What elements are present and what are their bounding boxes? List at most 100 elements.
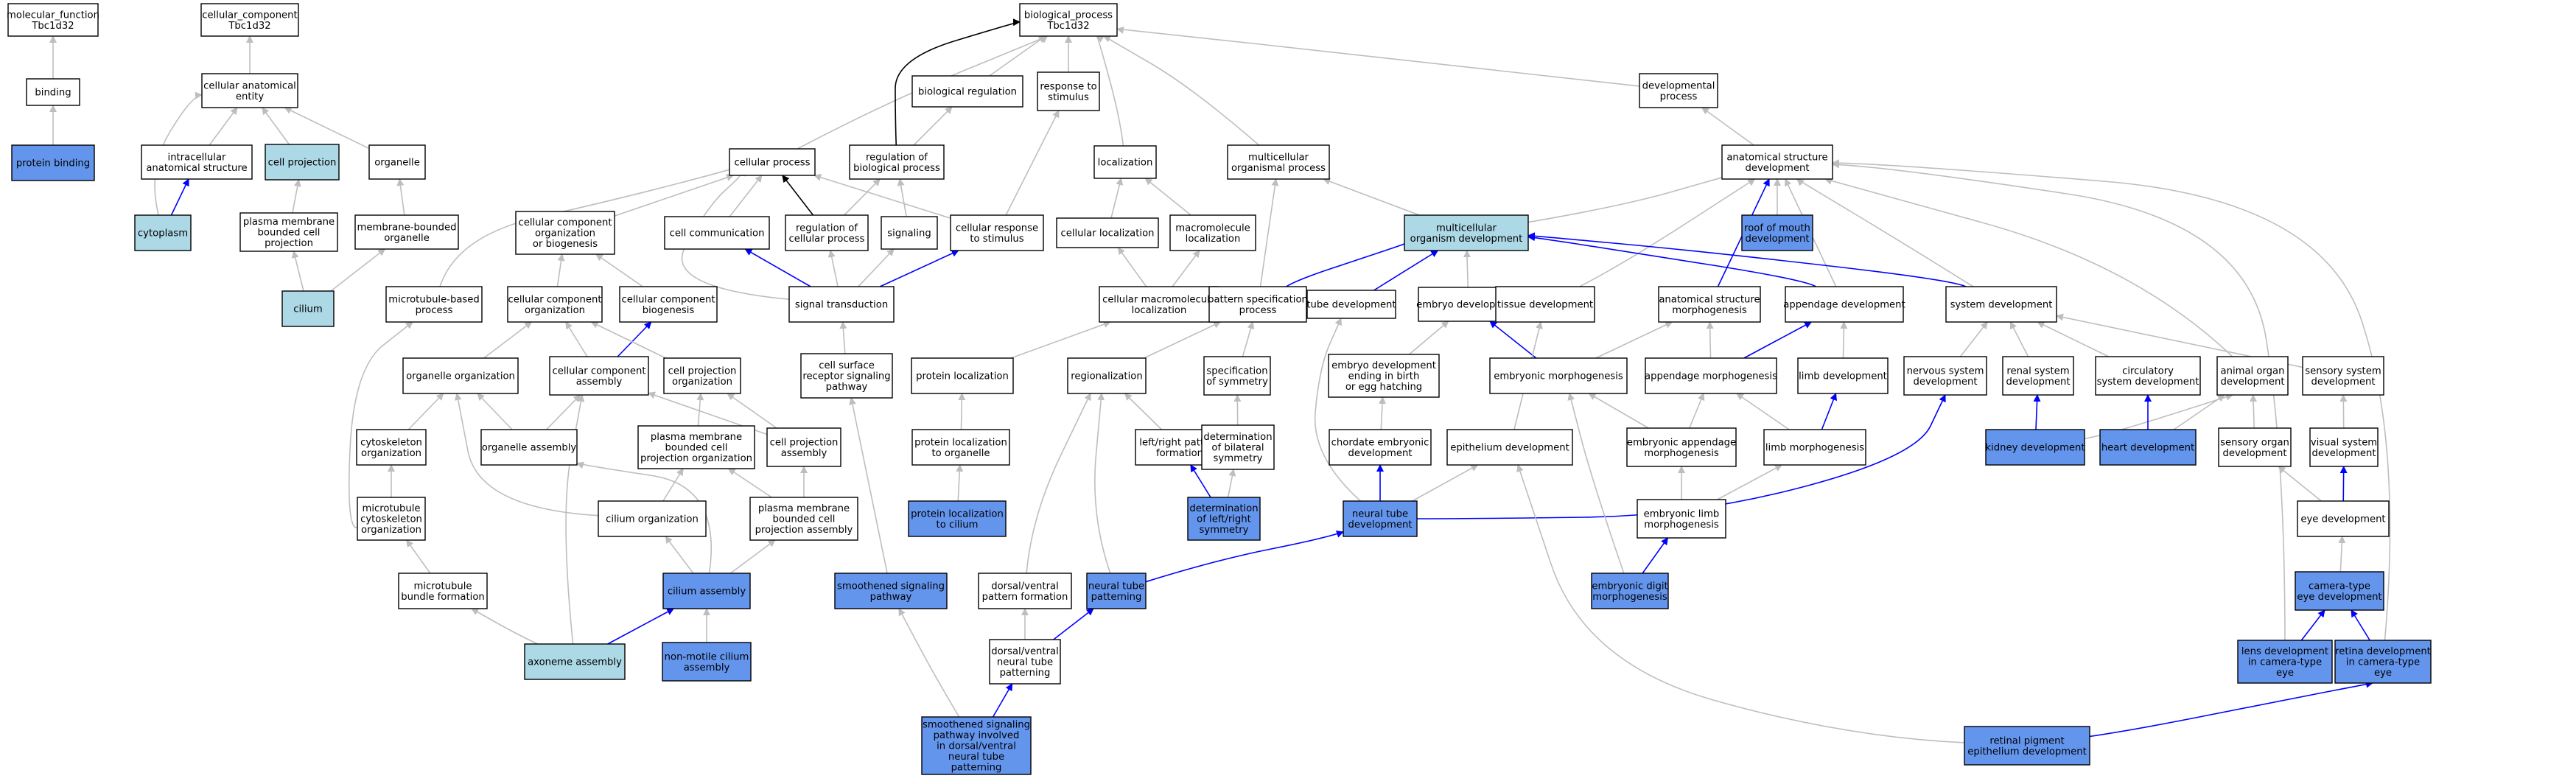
term-node-biological-regulation[interactable]: biological regulation: [911, 75, 1023, 108]
term-node-organelle-assembly[interactable]: organelle assembly: [480, 429, 578, 466]
term-node-organelle[interactable]: organelle: [368, 144, 426, 180]
edge-line: [913, 106, 953, 146]
edge-line: [330, 248, 386, 292]
term-node-epithelium-development[interactable]: epithelium development: [1446, 429, 1573, 466]
term-node-kidney-development[interactable]: kidney development: [1985, 429, 2085, 466]
term-node-appendage-development[interactable]: appendage development: [1783, 286, 1905, 323]
term-node-tube-development[interactable]: tube development: [1306, 290, 1396, 319]
term-node-binding[interactable]: binding: [26, 78, 80, 106]
edge-line: [2338, 536, 2346, 573]
term-node-embryonic-morphogenesis[interactable]: embryonic morphogenesis: [1489, 357, 1628, 394]
term-node-signal-transduction[interactable]: signal transduction: [788, 286, 895, 323]
term-node-localization[interactable]: localization: [1093, 145, 1157, 179]
term-node-protein-localization[interactable]: protein localization: [911, 357, 1014, 394]
term-node-eye-development[interactable]: eye development: [2297, 500, 2390, 537]
term-node-regionalization[interactable]: regionalization: [1067, 357, 1147, 394]
term-node-cilium-assembly[interactable]: cilium assembly: [662, 573, 751, 609]
term-box: [1169, 214, 1256, 251]
term-node-cilium[interactable]: cilium: [281, 290, 335, 327]
term-node-system-development[interactable]: system development: [1945, 286, 2057, 323]
term-node-tissue-development[interactable]: tissue development: [1495, 286, 1595, 323]
term-node-heart-development[interactable]: heart development: [2099, 429, 2197, 466]
edge-system_development-to-asd: [1796, 178, 1974, 287]
term-node-cellular-localization[interactable]: cellular localization: [1056, 217, 1159, 248]
term-node-signaling[interactable]: signaling: [881, 216, 938, 250]
term-node-cell-projection[interactable]: cell projection: [265, 144, 340, 181]
term-node-axoneme-assembly[interactable]: axoneme assembly: [524, 643, 626, 680]
term-node-cilium-organization[interactable]: cilium organization: [598, 500, 707, 537]
term-label-line: eye development: [2297, 592, 2381, 603]
term-node-appendage-morphogenesis[interactable]: appendage morphogenesis: [1645, 357, 1777, 394]
term-node-limb-development[interactable]: limb development: [1797, 357, 1889, 394]
term-node-cell-communication[interactable]: cell communication: [664, 216, 770, 250]
term-node-protein-binding[interactable]: protein binding: [11, 144, 95, 181]
term-node-organelle-organization[interactable]: organelle organization: [402, 357, 519, 394]
term-node-cellular-process[interactable]: cellular process: [729, 148, 816, 176]
term-node-cytoplasm[interactable]: cytoplasm: [134, 214, 192, 251]
edge-dvpf-to-regionalization: [1026, 393, 1091, 574]
term-node-limb-morphogenesis[interactable]: limb morphogenesis: [1763, 429, 1866, 466]
